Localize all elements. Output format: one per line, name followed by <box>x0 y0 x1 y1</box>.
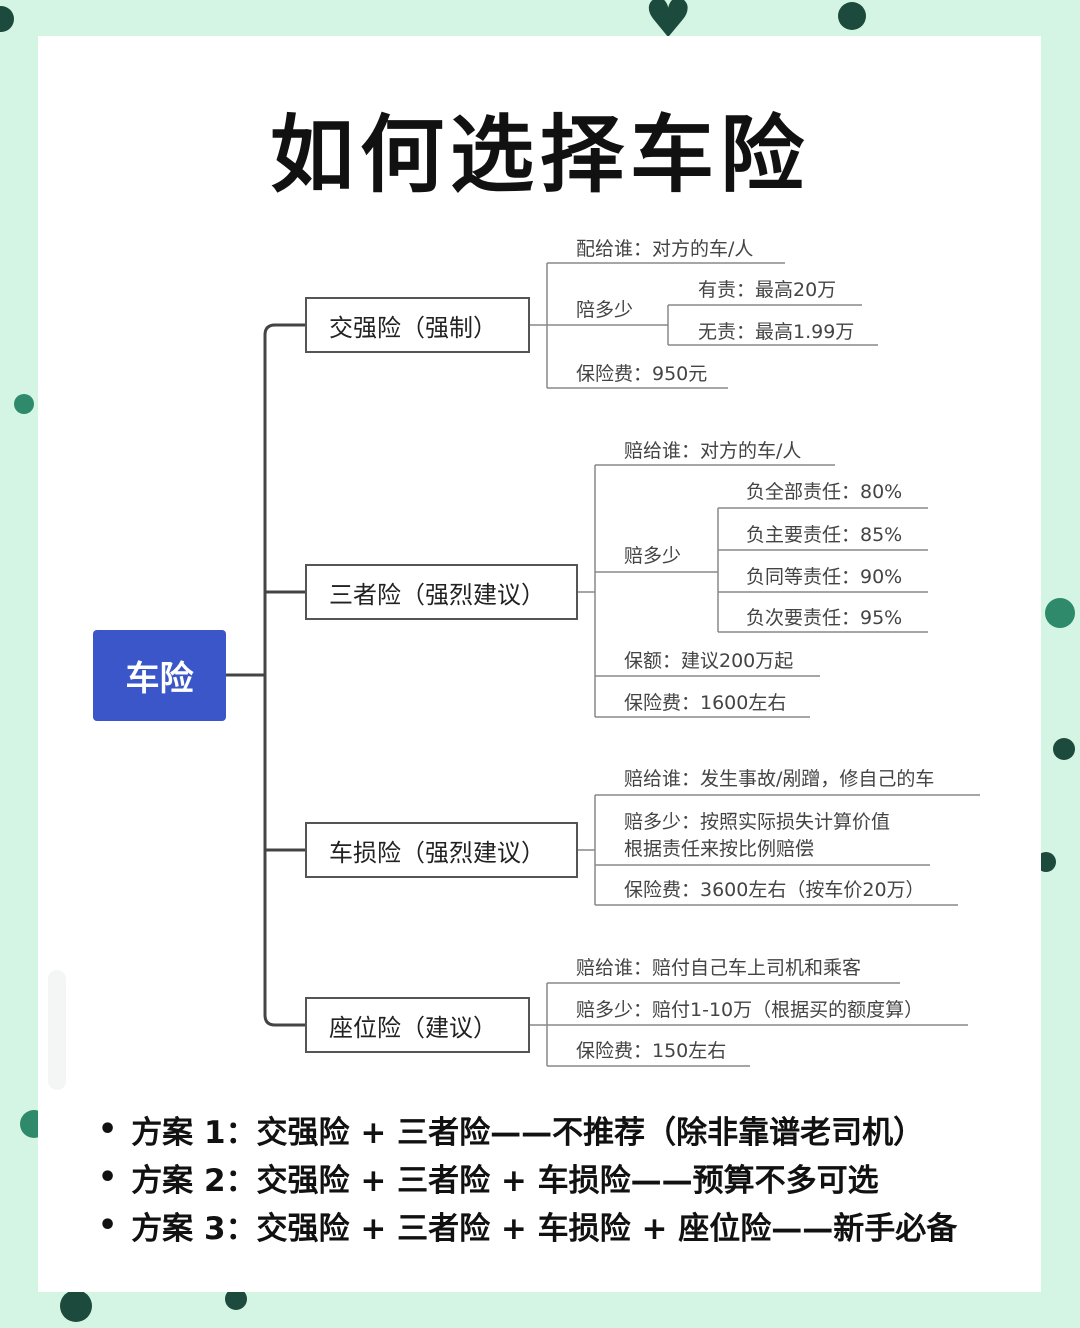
leaf-sub: 有责：最高20万 <box>698 279 837 301</box>
plan-text: 方案 1：交强险 + 三者险——不推荐（除非靠谱老司机） <box>131 1114 925 1151</box>
leaf-sub: 负次要责任：95% <box>746 607 903 629</box>
leaf-sub: 负主要责任：85% <box>746 524 903 546</box>
root-node: 车险 <box>93 630 226 721</box>
leaf-how-much: 赔多少：赔付1-10万（根据买的额度算） <box>576 999 924 1021</box>
leaf-fee: 保险费：1600左右 <box>624 692 787 714</box>
branch-node-chesun: 车损险（强烈建议） <box>305 822 578 878</box>
leaf-who: 赔给谁：赔付自己车上司机和乘客 <box>576 957 862 979</box>
decor-dot <box>14 394 34 414</box>
leaf-how-much: 赔多少 <box>624 545 682 567</box>
decor-dot <box>1045 598 1075 628</box>
branch-node-jiaoqiang: 交强险（强制） <box>305 297 530 353</box>
page-title: 如何选择车险 <box>269 106 810 204</box>
leaf-how-much: 根据责任来按比例赔偿 <box>624 838 815 860</box>
branch-node-zuowei: 座位险（建议） <box>305 997 530 1053</box>
bullet-icon: • <box>98 1207 118 1243</box>
leaf-fee: 保险费：950元 <box>576 363 708 385</box>
decor-dot <box>0 6 14 32</box>
branch-node-sanzhe: 三者险（强烈建议） <box>305 564 578 620</box>
scrollbar[interactable] <box>48 970 66 1090</box>
plan-text: 方案 3：交强险 + 三者险 + 车损险 + 座位险——新手必备 <box>131 1210 958 1247</box>
decor-dot <box>838 2 866 30</box>
decor-dot <box>225 1288 247 1310</box>
bullet-icon: • <box>98 1111 118 1147</box>
leaf-how-much: 赔多少：按照实际损失计算价值 <box>624 811 891 833</box>
leaf-sub: 负全部责任：80% <box>746 481 903 503</box>
leaf-limit: 保额：建议200万起 <box>624 650 794 672</box>
leaf-sub: 负同等责任：90% <box>746 566 903 588</box>
leaf-how-much: 陪多少 <box>576 299 634 321</box>
plan-item: • 方案 1：交强险 + 三者险——不推荐（除非靠谱老司机） <box>98 1105 957 1153</box>
decor-dot <box>60 1290 92 1322</box>
leaf-who: 赔给谁：发生事故/剐蹭，修自己的车 <box>624 768 935 790</box>
leaf-fee: 保险费：150左右 <box>576 1040 727 1062</box>
decor-dot <box>1053 738 1075 760</box>
decor-dot <box>1036 852 1056 872</box>
leaf-who: 赔给谁：对方的车/人 <box>624 440 802 462</box>
bullet-icon: • <box>98 1159 118 1195</box>
plan-item: • 方案 3：交强险 + 三者险 + 车损险 + 座位险——新手必备 <box>98 1201 957 1249</box>
leaf-who: 配给谁：对方的车/人 <box>576 238 754 260</box>
leaf-sub: 无责：最高1.99万 <box>698 321 855 343</box>
leaf-fee: 保险费：3600左右（按车价20万） <box>624 879 925 901</box>
plan-list: • 方案 1：交强险 + 三者险——不推荐（除非靠谱老司机） • 方案 2：交强险 … <box>98 1105 957 1249</box>
plan-text: 方案 2：交强险 + 三者险 + 车损险——预算不多可选 <box>131 1162 879 1199</box>
plan-item: • 方案 2：交强险 + 三者险 + 车损险——预算不多可选 <box>98 1153 957 1201</box>
